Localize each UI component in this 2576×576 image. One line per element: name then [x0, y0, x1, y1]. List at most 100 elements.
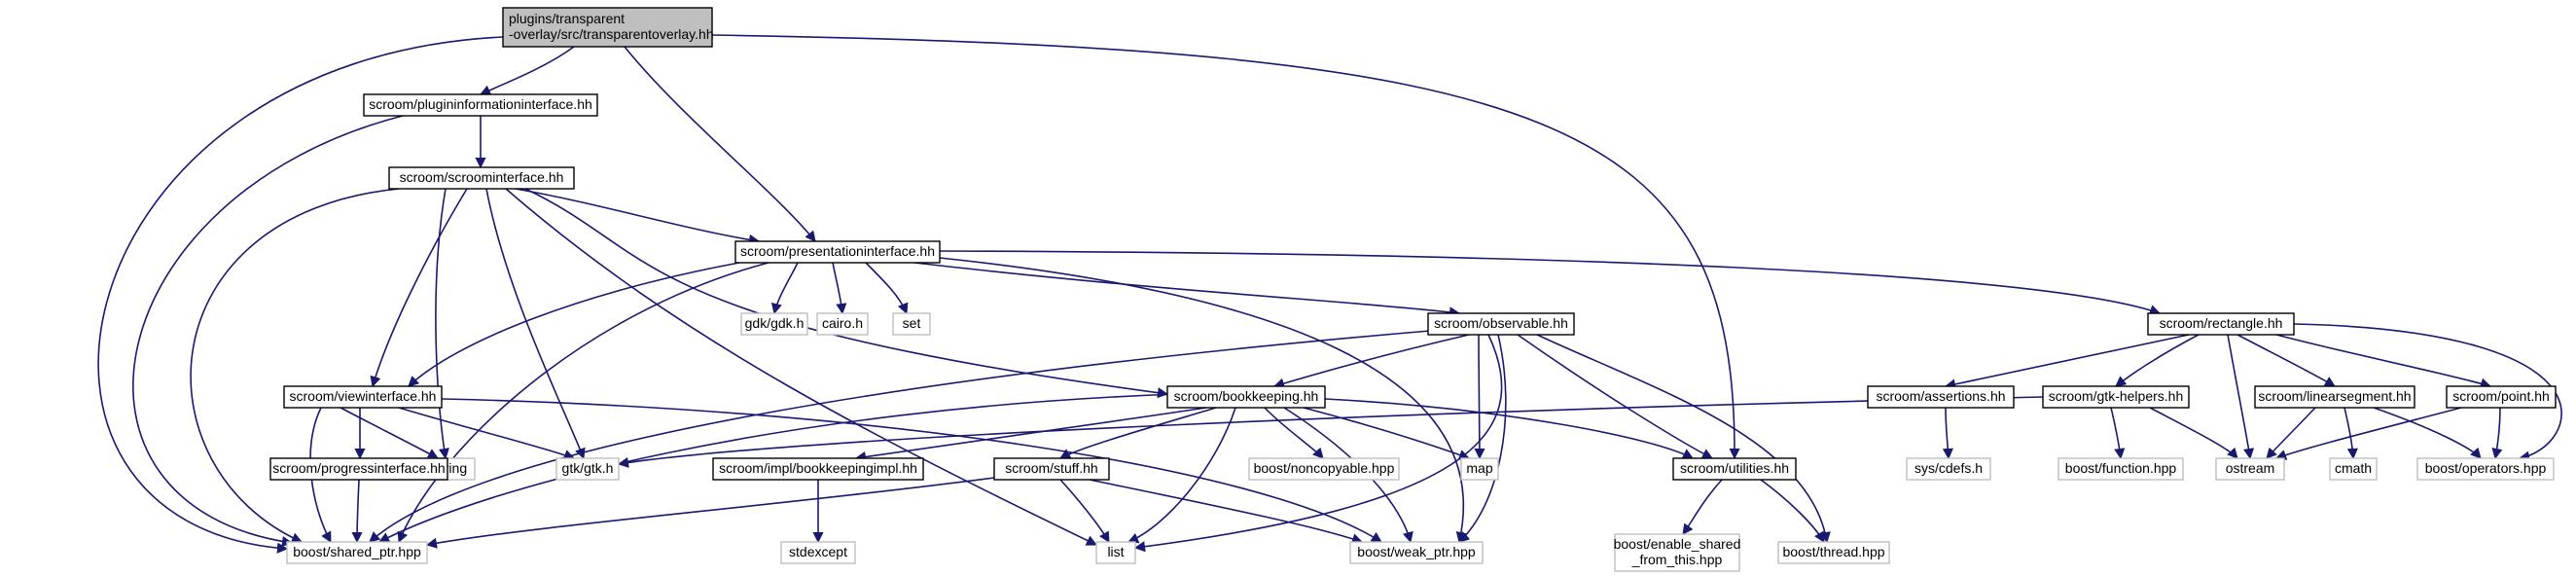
edge-gtkhelpers-to-gtk	[617, 396, 2044, 468]
node-function: boost/function.hpp	[2057, 457, 2184, 481]
node-progress-label-0: scroom/progressinterface.hh	[272, 460, 445, 476]
node-sharedptr-box	[286, 541, 428, 564]
edge-observable-to-utilities	[1517, 334, 1713, 459]
node-bookkeeping-box	[1166, 385, 1326, 409]
edge-gtkhelpers-to-ostream	[2149, 407, 2238, 459]
node-map-box	[1460, 457, 1499, 481]
node-ostream-box	[2215, 457, 2285, 481]
node-cdefs-label-0: sys/cdefs.h	[1914, 460, 1983, 476]
node-plugininfo[interactable]: scroom/plugininformationinterface.hh	[363, 93, 598, 117]
node-assertions-label-0: scroom/assertions.hh	[1876, 388, 2005, 404]
node-thread: boost/thread.hpp	[1777, 541, 1890, 564]
node-linearsegment-box	[2254, 385, 2415, 409]
edge-presentation-to-observable	[913, 262, 1461, 318]
edge-rectangle-to-linearsegment	[2236, 334, 2336, 387]
node-cmath: cmath	[2329, 457, 2378, 481]
node-stdexcept-label-0: stdexcept	[789, 544, 847, 559]
node-plugininfo-box	[363, 93, 598, 117]
edge-presentation-to-cairo	[832, 262, 847, 315]
node-root[interactable]: plugins/transparent-overlay/src/transpar…	[502, 7, 714, 48]
node-cairo: cairo.h	[816, 312, 869, 336]
node-root-label-0: plugins/transparent	[509, 11, 625, 26]
node-stdexcept-box	[780, 541, 856, 564]
node-gtk-box	[555, 457, 620, 481]
edge-assertions-to-cdefs	[1942, 407, 1953, 460]
node-point[interactable]: scroom/point.hh	[2446, 385, 2557, 409]
node-utilities[interactable]: scroom/utilities.hh	[1672, 457, 1797, 481]
edge-viewinterface-to-gtk	[398, 407, 576, 460]
edge-viewinterface-to-string	[340, 407, 439, 459]
edge-observable-to-bookkeeping	[1272, 334, 1470, 389]
edge-observable-to-sharedptr	[369, 330, 1431, 543]
node-gtk: gtk/gtk.h	[555, 457, 620, 481]
node-ostream: ostream	[2215, 457, 2285, 481]
node-stuff[interactable]: scroom/stuff.hh	[993, 457, 1110, 481]
node-gtkhelpers[interactable]: scroom/gtk-helpers.hh	[2042, 385, 2190, 409]
edge-linearsegment-to-ostream	[2266, 407, 2316, 459]
edge-scroominterface-to-viewinterface	[370, 188, 468, 388]
node-bookkeepingimpl-label-0: scroom/impl/bookkeepingimpl.hh	[719, 460, 917, 476]
node-operators-box	[2416, 457, 2555, 481]
node-observable-box	[1427, 312, 1575, 336]
edge-linearsegment-to-operators	[2373, 407, 2482, 459]
edge-utilities-to-thread	[1760, 479, 1825, 543]
node-ostream-label-0: ostream	[2226, 460, 2275, 476]
node-point-box	[2446, 385, 2557, 409]
node-list: list	[1095, 541, 1136, 564]
node-root-box	[502, 7, 713, 48]
node-scroominterface-box	[388, 166, 575, 190]
edge-root-to-plugininfo	[479, 46, 575, 95]
node-rectangle[interactable]: scroom/rectangle.hh	[2147, 312, 2295, 336]
edge-root-to-presentation	[624, 46, 816, 242]
node-observable[interactable]: scroom/observable.hh	[1427, 312, 1575, 336]
edge-bookkeeping-to-list	[1127, 407, 1236, 544]
nodes-layer: plugins/transparent-overlay/src/transpar…	[269, 7, 2557, 572]
node-enableshared-box	[1614, 533, 1740, 572]
edge-presentation-to-rectangle	[939, 250, 2162, 315]
edge-linearsegment-to-cmath	[2343, 407, 2358, 460]
node-viewinterface[interactable]: scroom/viewinterface.hh	[283, 385, 443, 409]
node-linearsegment[interactable]: scroom/linearsegment.hh	[2254, 385, 2415, 409]
node-viewinterface-box	[283, 385, 443, 409]
edge-presentation-to-sharedptr	[397, 262, 769, 544]
node-bookkeepingimpl[interactable]: scroom/impl/bookkeepingimpl.hh	[712, 457, 924, 481]
node-stuff-label-0: scroom/stuff.hh	[1005, 460, 1097, 476]
node-progress-box	[269, 457, 448, 481]
edge-presentation-to-viewinterface	[408, 262, 740, 387]
node-progress[interactable]: scroom/progressinterface.hh	[269, 457, 448, 481]
edge-presentation-to-set	[865, 262, 909, 315]
edge-stuff-to-weakptr	[1089, 479, 1364, 545]
edge-rectangle-to-assertions	[1944, 334, 2190, 390]
node-root-label-1: -overlay/src/transparentoverlay.hh	[509, 26, 714, 42]
node-cmath-label-0: cmath	[2335, 460, 2372, 476]
node-gdk-label-0: gdk/gdk.h	[745, 315, 805, 331]
node-presentation-box	[734, 240, 941, 264]
node-presentation[interactable]: scroom/presentationinterface.hh	[734, 240, 941, 264]
edge-scroominterface-to-sharedptr	[190, 188, 400, 543]
edge-bookkeeping-to-noncopyable	[1264, 407, 1324, 459]
edge-bookkeeping-to-sharedptr	[378, 393, 1178, 543]
node-bookkeeping[interactable]: scroom/bookkeeping.hh	[1166, 385, 1326, 409]
edge-scroominterface-to-presentation	[515, 188, 761, 245]
node-map-label-0: map	[1466, 460, 1492, 476]
node-point-label-0: scroom/point.hh	[2452, 388, 2550, 404]
node-plugininfo-label-0: scroom/plugininformationinterface.hh	[369, 96, 592, 112]
node-weakptr: boost/weak_ptr.hpp	[1349, 541, 1484, 564]
edge-root-to-utilities	[711, 34, 1740, 460]
edge-presentation-to-weakptr	[939, 257, 1467, 544]
node-stuff-box	[993, 457, 1110, 481]
node-gtkhelpers-label-0: scroom/gtk-helpers.hh	[2049, 388, 2184, 404]
node-thread-label-0: boost/thread.hpp	[1782, 544, 1884, 559]
node-gtkhelpers-box	[2042, 385, 2190, 409]
node-scroominterface[interactable]: scroom/scroominterface.hh	[388, 166, 575, 190]
node-function-box	[2057, 457, 2184, 481]
node-assertions[interactable]: scroom/assertions.hh	[1867, 385, 2015, 409]
node-linearsegment-label-0: scroom/linearsegment.hh	[2258, 388, 2411, 404]
node-set-box	[892, 312, 931, 336]
edge-plugininfo-to-sharedptr	[132, 115, 404, 548]
node-function-label-0: boost/function.hpp	[2065, 460, 2177, 476]
node-weakptr-label-0: boost/weak_ptr.hpp	[1357, 544, 1476, 559]
node-presentation-label-0: scroom/presentationinterface.hh	[740, 243, 935, 259]
edge-viewinterface-to-weakptr	[441, 398, 1382, 543]
